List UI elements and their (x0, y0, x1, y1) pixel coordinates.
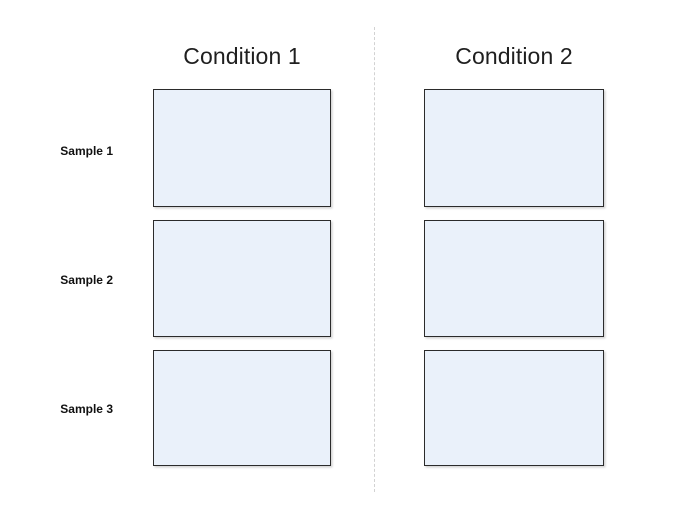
panel-cell-sample3-condition1[interactable] (153, 350, 331, 466)
panel-cell-sample1-condition1[interactable] (153, 89, 331, 207)
condition-divider (374, 27, 375, 492)
panel-cell-sample1-condition2[interactable] (424, 89, 604, 207)
panel-cell-sample2-condition2[interactable] (424, 220, 604, 337)
panel-cell-sample2-condition1[interactable] (153, 220, 331, 337)
row-label-sample-1: Sample 1 (60, 144, 113, 158)
row-label-sample-3: Sample 3 (60, 402, 113, 416)
row-label-sample-2: Sample 2 (60, 273, 113, 287)
column-header-condition-2: Condition 2 (455, 43, 573, 69)
panel-cell-sample3-condition2[interactable] (424, 350, 604, 466)
column-header-condition-1: Condition 1 (183, 43, 301, 69)
